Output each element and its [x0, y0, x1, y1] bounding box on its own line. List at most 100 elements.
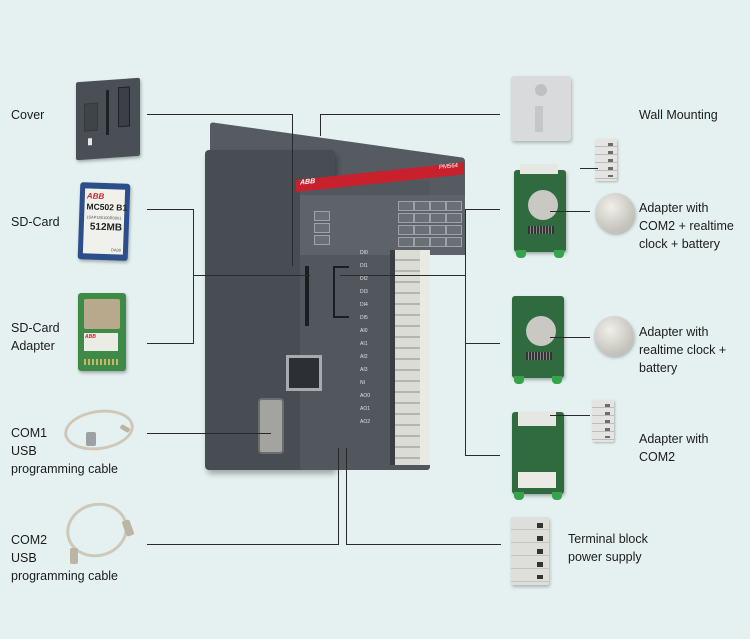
pin-label: AO1: [360, 406, 371, 412]
led-indicator: [430, 237, 446, 247]
pcb-foot: [514, 376, 524, 384]
label-com1-cable: COM1 USB programming cable: [11, 424, 118, 478]
pcb-foot: [514, 492, 524, 500]
leader-line-sd-slot: [193, 275, 310, 277]
leader-line-com2: [147, 544, 339, 546]
leader-line-adapter-com2-rtc: [465, 209, 500, 211]
led-indicator: [314, 223, 330, 233]
adapter-slot: [333, 266, 349, 318]
sd-adapter-pins: [84, 359, 120, 365]
label-line: SD-Card: [11, 215, 60, 229]
led-indicator: [446, 201, 462, 211]
label-wall-mounting: Wall Mounting: [639, 106, 718, 124]
label-line: Adapter with: [639, 201, 709, 215]
leader-line-adapter-bracket: [465, 209, 467, 456]
leader-line-adapter-rtc: [465, 343, 500, 345]
cover-slot: [118, 86, 130, 128]
adapter-rtc-battery-image: [512, 296, 564, 384]
led-indicator: [414, 201, 430, 211]
pcb-foot: [516, 250, 526, 258]
cover-image: [76, 77, 140, 161]
io-pin-labels: DI0 DI1 DI2 DI3 DI4 DI5 AI0 AI1 AI2 AI3 …: [360, 250, 388, 432]
label-line: COM2: [639, 450, 676, 464]
led-indicator: [430, 225, 446, 235]
leader-line-connector: [580, 168, 598, 170]
label-line: USB: [11, 444, 37, 458]
pcb-pins: [528, 226, 554, 234]
label-line: programming cable: [11, 462, 118, 476]
leader-line-battery: [550, 337, 590, 339]
pin-label: DI1: [360, 263, 368, 269]
pin-label: AO2: [360, 419, 371, 425]
pin-label: DI2: [360, 276, 368, 282]
io-terminal-strip: [390, 250, 425, 465]
sd-card-code: DA00: [110, 247, 122, 253]
cover-window: [84, 102, 98, 132]
leader-line-adapter-com2: [465, 455, 500, 457]
sd-card-adapter-image: ABB: [78, 293, 126, 371]
led-indicator: [398, 225, 414, 235]
leader-line-com1: [147, 433, 271, 435]
abb-logo: ABB: [300, 177, 316, 187]
label-adapter-rtc-battery: Adapter with realtime clock + battery: [639, 323, 726, 377]
pcb-foot: [552, 492, 562, 500]
coin-cell-holder: [526, 316, 556, 346]
sd-card-slot: [305, 266, 309, 326]
led-indicator: [430, 213, 446, 223]
led-indicator: [414, 213, 430, 223]
adapter-com2-image: [512, 412, 564, 500]
label-cover: Cover: [11, 106, 44, 124]
battery-image: [595, 193, 635, 233]
label-line: Adapter: [11, 339, 55, 353]
leader-line-sd-adapter: [147, 343, 194, 345]
leader-line-terminal-block: [346, 448, 348, 545]
leader-line-cover: [147, 114, 293, 116]
label-line: Wall Mounting: [639, 108, 718, 122]
led-indicator: [430, 201, 446, 211]
led-indicator: [398, 201, 414, 211]
sd-card-brand: ABB: [86, 191, 105, 201]
com2-connector-image: [592, 400, 614, 442]
ethernet-port: [286, 355, 322, 391]
led-indicator: [398, 237, 414, 247]
sd-card-model: MC502 B1: [86, 201, 128, 213]
leader-line-sd-card: [147, 209, 193, 211]
label-line: Cover: [11, 108, 45, 122]
com1-serial-port: [258, 398, 284, 454]
leader-line-connector: [550, 415, 590, 417]
adapter-com2-rtc-battery-image: [514, 164, 566, 258]
label-line: clock + battery: [639, 237, 720, 251]
label-terminal-block-power: Terminal block power supply: [568, 530, 648, 566]
pcb-foot: [554, 250, 564, 258]
label-sd-card: SD-Card: [11, 213, 60, 231]
leader-line-adapter-slot: [340, 275, 465, 277]
terminal-block-power-image: [511, 517, 549, 585]
sd-card-serial: 1SAP180100R0001: [86, 214, 122, 221]
pin-label: AI0: [360, 328, 368, 334]
led-indicator: [446, 225, 462, 235]
led-panel: [300, 195, 465, 255]
led-indicator: [314, 211, 330, 221]
pcb-header: [518, 412, 556, 426]
com2-connector-image: [595, 139, 617, 181]
label-line: SD-Card: [11, 321, 60, 335]
cover-led: [88, 138, 92, 146]
leader-line-battery: [550, 211, 590, 213]
sd-adapter-slot: [84, 299, 120, 329]
label-line: programming cable: [11, 569, 118, 583]
label-line: COM1: [11, 426, 48, 440]
led-indicator: [414, 225, 430, 235]
label-line: realtime clock +: [639, 343, 727, 357]
mounting-hole: [535, 84, 547, 96]
led-indicator: [414, 237, 430, 247]
coin-cell-holder: [528, 190, 558, 220]
label-line: USB: [11, 551, 37, 565]
led-indicator: [314, 235, 330, 245]
pcb-sticker: [518, 472, 556, 488]
label-line: COM2 + realtime: [639, 219, 734, 233]
leader-line-wall-mounting: [320, 114, 322, 136]
leader-line-terminal-block: [346, 544, 501, 546]
pin-label: DI5: [360, 315, 368, 321]
pin-label: AO0: [360, 393, 371, 399]
pin-label: AI2: [360, 354, 368, 360]
